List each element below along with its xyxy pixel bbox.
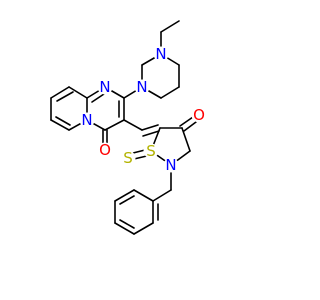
bond: [142, 130, 160, 137]
bond: [160, 86, 180, 99]
atom-s-ring: S: [143, 142, 159, 160]
molecule-diagram: N N O N N O S N: [50, 20, 207, 235]
atom-o-thiazolidinone: O: [191, 106, 207, 124]
svg-text:N: N: [165, 156, 176, 174]
bond: [114, 222, 135, 235]
bond: [68, 86, 88, 99]
bond: [114, 189, 135, 202]
bond: [141, 124, 159, 131]
structure-canvas: N N O N N O S N: [50, 20, 207, 235]
svg-text:N: N: [99, 78, 110, 96]
bond: [123, 119, 143, 131]
atom-label-layer: N N O N N O S N: [79, 45, 207, 174]
svg-text:O: O: [193, 106, 205, 124]
bond: [152, 189, 172, 202]
atom-n-thiazolidine: N: [163, 156, 179, 174]
bond: [104, 119, 125, 131]
atom-n-piperazine-upper: N: [153, 45, 169, 63]
svg-text:N: N: [155, 45, 166, 63]
bond: [50, 86, 70, 99]
svg-text:S: S: [123, 149, 133, 167]
atom-o-pyrimidinone: O: [97, 141, 113, 159]
svg-text:N: N: [136, 78, 147, 96]
bond: [133, 222, 154, 235]
atom-n-pyrimidine: N: [97, 78, 113, 96]
bond: [179, 116, 194, 127]
bond: [133, 189, 154, 202]
bond: [91, 93, 105, 103]
bond: [119, 195, 135, 205]
bond: [160, 20, 180, 33]
atom-n-piperazine-lower: N: [134, 78, 150, 96]
bond: [50, 119, 70, 131]
svg-text:N: N: [81, 111, 92, 129]
bond: [55, 116, 71, 126]
bond: [119, 219, 135, 229]
svg-text:O: O: [99, 141, 111, 159]
bond: [181, 127, 191, 152]
bond-layer: [50, 20, 197, 235]
atom-s-thione: S: [120, 149, 136, 167]
svg-text:S: S: [146, 142, 156, 160]
bond: [183, 121, 197, 132]
bond: [56, 91, 74, 102]
atom-n-bridgehead: N: [79, 111, 95, 129]
